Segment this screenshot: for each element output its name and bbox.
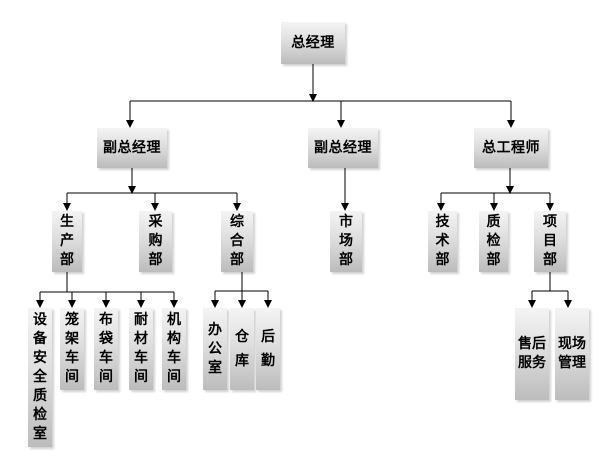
- node-market-department: 市场部: [330, 211, 362, 272]
- node-vice-president-middle: 副总经理: [308, 128, 378, 168]
- node-production-department: 生产部: [52, 211, 82, 272]
- node-project-department: 项目部: [534, 211, 566, 272]
- node-structure-workshop: 机构车间: [162, 308, 186, 390]
- node-vice-president-left: 副总经理: [97, 128, 167, 168]
- node-technology-department: 技术部: [428, 211, 457, 272]
- node-quality-department: 质检部: [479, 211, 508, 272]
- node-logistics: 后勤: [256, 308, 280, 390]
- node-general-affairs-department: 综合部: [221, 211, 253, 272]
- node-cloth-bag-workshop: 布袋车间: [94, 308, 118, 390]
- node-cage-workshop: 笼架车间: [60, 308, 84, 390]
- node-equipment-safety-qc-room: 设备安全质检室: [28, 308, 52, 447]
- node-general-manager: 总经理: [281, 22, 345, 64]
- node-site-management: 现场管理: [555, 308, 589, 400]
- node-after-sales-service: 售后服务: [515, 308, 549, 400]
- node-refractory-workshop: 耐材车间: [129, 308, 153, 390]
- node-chief-engineer: 总工程师: [474, 128, 548, 168]
- node-office: 办公室: [203, 308, 227, 390]
- node-warehouse: 仓库: [230, 308, 254, 390]
- node-purchasing-department: 采购部: [139, 211, 172, 272]
